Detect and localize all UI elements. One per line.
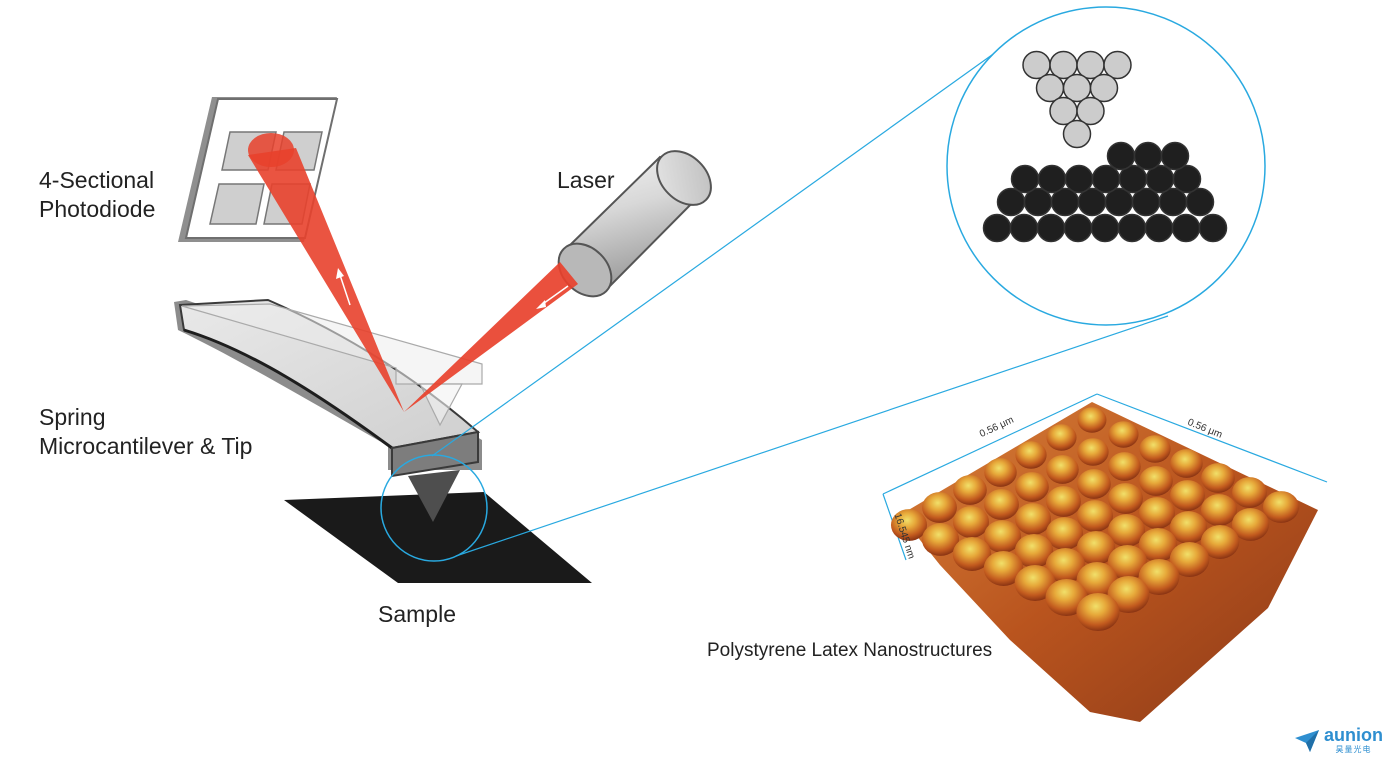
surface-bump [1138, 528, 1178, 562]
surface-bump [1139, 466, 1173, 496]
brand-subtitle: 昊量光电 [1335, 745, 1372, 754]
sample-atom [1144, 213, 1174, 243]
surface-bump [1107, 514, 1146, 547]
surface-bump [983, 520, 1022, 553]
axis-y-line [1096, 393, 1328, 483]
reflected-beam [248, 148, 404, 412]
surface-bump [1170, 480, 1205, 511]
surface-bump [1107, 575, 1150, 614]
sample-atom [1160, 141, 1190, 171]
surface-bump [1076, 500, 1114, 532]
surface-bump [1046, 424, 1077, 451]
surface-bump [952, 506, 990, 538]
surface-bump [1077, 438, 1109, 466]
surface-bump [984, 489, 1019, 520]
surface-bump [1076, 592, 1120, 632]
sample-plate [284, 492, 592, 583]
sample-atom [1185, 187, 1215, 217]
sample-atom [1037, 164, 1067, 194]
surface-bump [1045, 578, 1088, 617]
surface-bump [1169, 511, 1208, 544]
axis-x-line [882, 393, 1098, 495]
photodiode-cell-3 [209, 183, 265, 225]
surface-bump [953, 475, 987, 505]
cantilever-tip [408, 470, 460, 522]
sample-atom [1133, 141, 1163, 171]
sample-atom [1009, 213, 1039, 243]
surface-bump [1232, 477, 1267, 508]
surface-bump [1262, 491, 1300, 523]
sample-label: Sample [378, 601, 456, 627]
sample-atom [982, 213, 1012, 243]
sample-atom [1106, 141, 1136, 171]
brand-logo: aunion 昊量光电 [1294, 726, 1383, 755]
surface-bump [1231, 508, 1270, 541]
sample-atom [1172, 164, 1202, 194]
surface-bump [1108, 452, 1141, 481]
incident-beam [404, 262, 578, 412]
laser-spot [248, 133, 294, 167]
surface-bump [1014, 503, 1052, 535]
surface-topography [882, 393, 1328, 722]
photodiode-label-line1: 4-Sectional [39, 167, 155, 193]
nanostructures-label: Polystyrene Latex Nanostructures [707, 640, 993, 661]
surface-bump [1014, 534, 1054, 568]
photodiode-label-line2: Photodiode [39, 195, 156, 222]
surface-bump [921, 523, 960, 556]
cantilever-label-line2: Microcantilever & Tip [39, 432, 253, 459]
laser-label: Laser [557, 167, 615, 193]
surface-bump [1108, 483, 1143, 514]
tip-atom [1076, 96, 1105, 126]
sample-atom [1036, 213, 1066, 243]
surface-bump [1077, 469, 1111, 499]
tip-atom [1103, 50, 1132, 80]
brand-name: aunion [1324, 725, 1383, 745]
surface-bump [983, 551, 1024, 586]
sample-atom [1198, 213, 1228, 243]
sample-atom [1090, 213, 1120, 243]
cantilever-label: Spring Microcantilever & Tip [39, 403, 252, 461]
surface-bump [1015, 441, 1047, 469]
surface-bump [1077, 407, 1107, 433]
tip-and-sample-atoms [982, 50, 1228, 243]
surface-bump [1169, 542, 1210, 577]
surface-bump [1046, 455, 1079, 484]
surface-bump [1200, 525, 1240, 559]
surface-bump [922, 492, 957, 523]
reflected-arrow [339, 274, 351, 306]
surface-bump [1139, 435, 1171, 463]
surface-bump [1138, 559, 1180, 595]
surface-bump [1200, 494, 1238, 526]
surface-bump [1201, 463, 1235, 493]
surface-bump [1014, 565, 1056, 601]
surface-bump [1170, 449, 1203, 478]
surface-bump [1076, 562, 1118, 598]
sample-atom [1171, 213, 1201, 243]
surface-bump [1015, 472, 1049, 502]
sample-atom [996, 187, 1026, 217]
sample-atom [1117, 213, 1147, 243]
tip-atom [1089, 73, 1119, 103]
surface-bump [952, 537, 992, 571]
surface-bump [1108, 421, 1139, 448]
surface-bump [1045, 517, 1084, 550]
surface-bump [1076, 531, 1116, 565]
sample-atom [1010, 164, 1040, 194]
sample-atom [1091, 164, 1121, 194]
surface-bump [1046, 486, 1081, 517]
paper-plane-icon [1295, 729, 1319, 752]
cantilever-label-line1: Spring [39, 404, 106, 430]
surface-bump [890, 509, 928, 541]
photodiode-label: 4-Sectional Photodiode [39, 166, 155, 224]
surface-bump [984, 458, 1017, 487]
laser-beams [248, 133, 578, 412]
sample-atom [1064, 164, 1094, 194]
surface-bump [1045, 548, 1086, 583]
sample-atom [1063, 213, 1093, 243]
surface-bump [1138, 497, 1176, 529]
tip-atom [1062, 119, 1092, 149]
surface-bump [1107, 545, 1148, 580]
